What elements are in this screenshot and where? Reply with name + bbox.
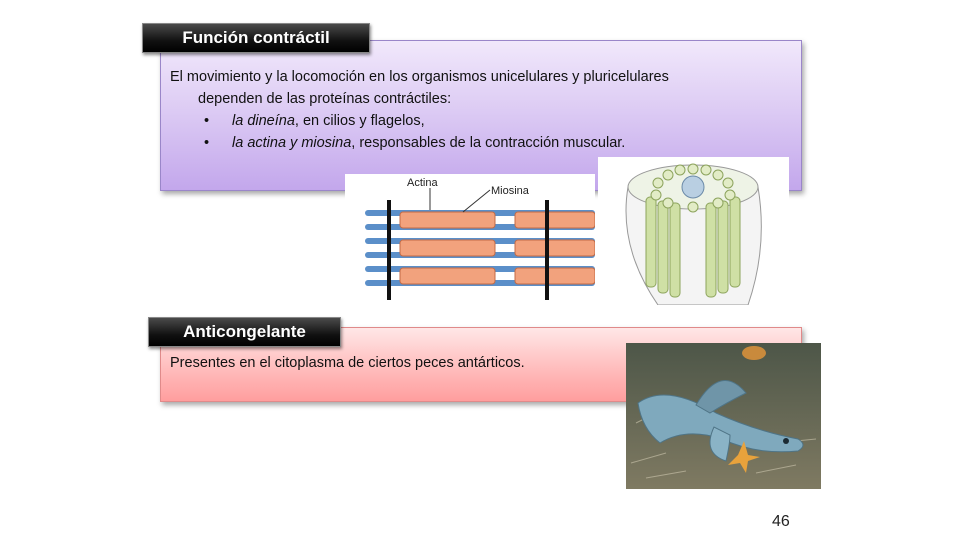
bullet-dynein-term: la dineína bbox=[232, 113, 295, 129]
z-line-right bbox=[545, 200, 549, 300]
fish-dorsal-fin bbox=[695, 380, 747, 414]
axoneme-svg bbox=[625, 163, 762, 305]
doublet-tubules bbox=[645, 196, 741, 298]
seabed-texture bbox=[630, 412, 817, 479]
bullet-dynein: • la dineína, en cilios y flagelos, bbox=[204, 110, 625, 132]
myosin-label: Miosina bbox=[491, 185, 530, 197]
fish-pectoral-fin bbox=[709, 426, 731, 462]
fish-body bbox=[637, 394, 804, 453]
bullet-actin-myosin-rest: , responsables de la contracción muscula… bbox=[351, 135, 626, 151]
starfish bbox=[728, 441, 760, 473]
antifreeze-description: Presentes en el citoplasma de ciertos pe… bbox=[170, 355, 525, 371]
intro-line-2: dependen de las proteínas contráctiles: bbox=[198, 91, 452, 107]
central-pair bbox=[681, 175, 705, 199]
sarcomere-svg: Actina Miosina bbox=[365, 177, 595, 300]
contractile-intro: El movimiento y la locomoción en los org… bbox=[170, 66, 790, 110]
intro-line-1: El movimiento y la locomoción en los org… bbox=[170, 69, 669, 85]
antifreeze-title: Anticongelante bbox=[148, 317, 341, 347]
tubule-ring bbox=[650, 163, 736, 213]
page-number: 46 bbox=[772, 513, 790, 530]
bullet-dynein-rest: , en cilios y flagelos, bbox=[294, 113, 425, 129]
orange-rock bbox=[742, 346, 766, 360]
actin-label: Actina bbox=[407, 177, 438, 189]
contractile-bullet-list: • la dineína, en cilios y flagelos, • la a… bbox=[204, 110, 625, 154]
filament-row-3 bbox=[365, 266, 595, 286]
bullet-actin-myosin-term: la actina y miosina bbox=[232, 135, 352, 151]
bullet-actin-myosin: • la actina y miosina, responsables de la… bbox=[204, 132, 625, 154]
bullet-dot: • bbox=[204, 135, 210, 151]
antarctic-fish-photo bbox=[626, 343, 821, 489]
fish-eye bbox=[783, 438, 789, 444]
fish-svg bbox=[626, 343, 821, 489]
bullet-dot: • bbox=[204, 113, 210, 129]
myosin-pointer bbox=[462, 189, 491, 213]
filament-row-2 bbox=[365, 238, 595, 258]
sarcomere-diagram: Actina Miosina bbox=[345, 174, 595, 302]
axoneme-diagram bbox=[598, 157, 789, 305]
z-line-left bbox=[387, 200, 391, 300]
filament-row-1 bbox=[365, 210, 595, 230]
contractile-function-title: Función contráctil bbox=[142, 23, 370, 53]
